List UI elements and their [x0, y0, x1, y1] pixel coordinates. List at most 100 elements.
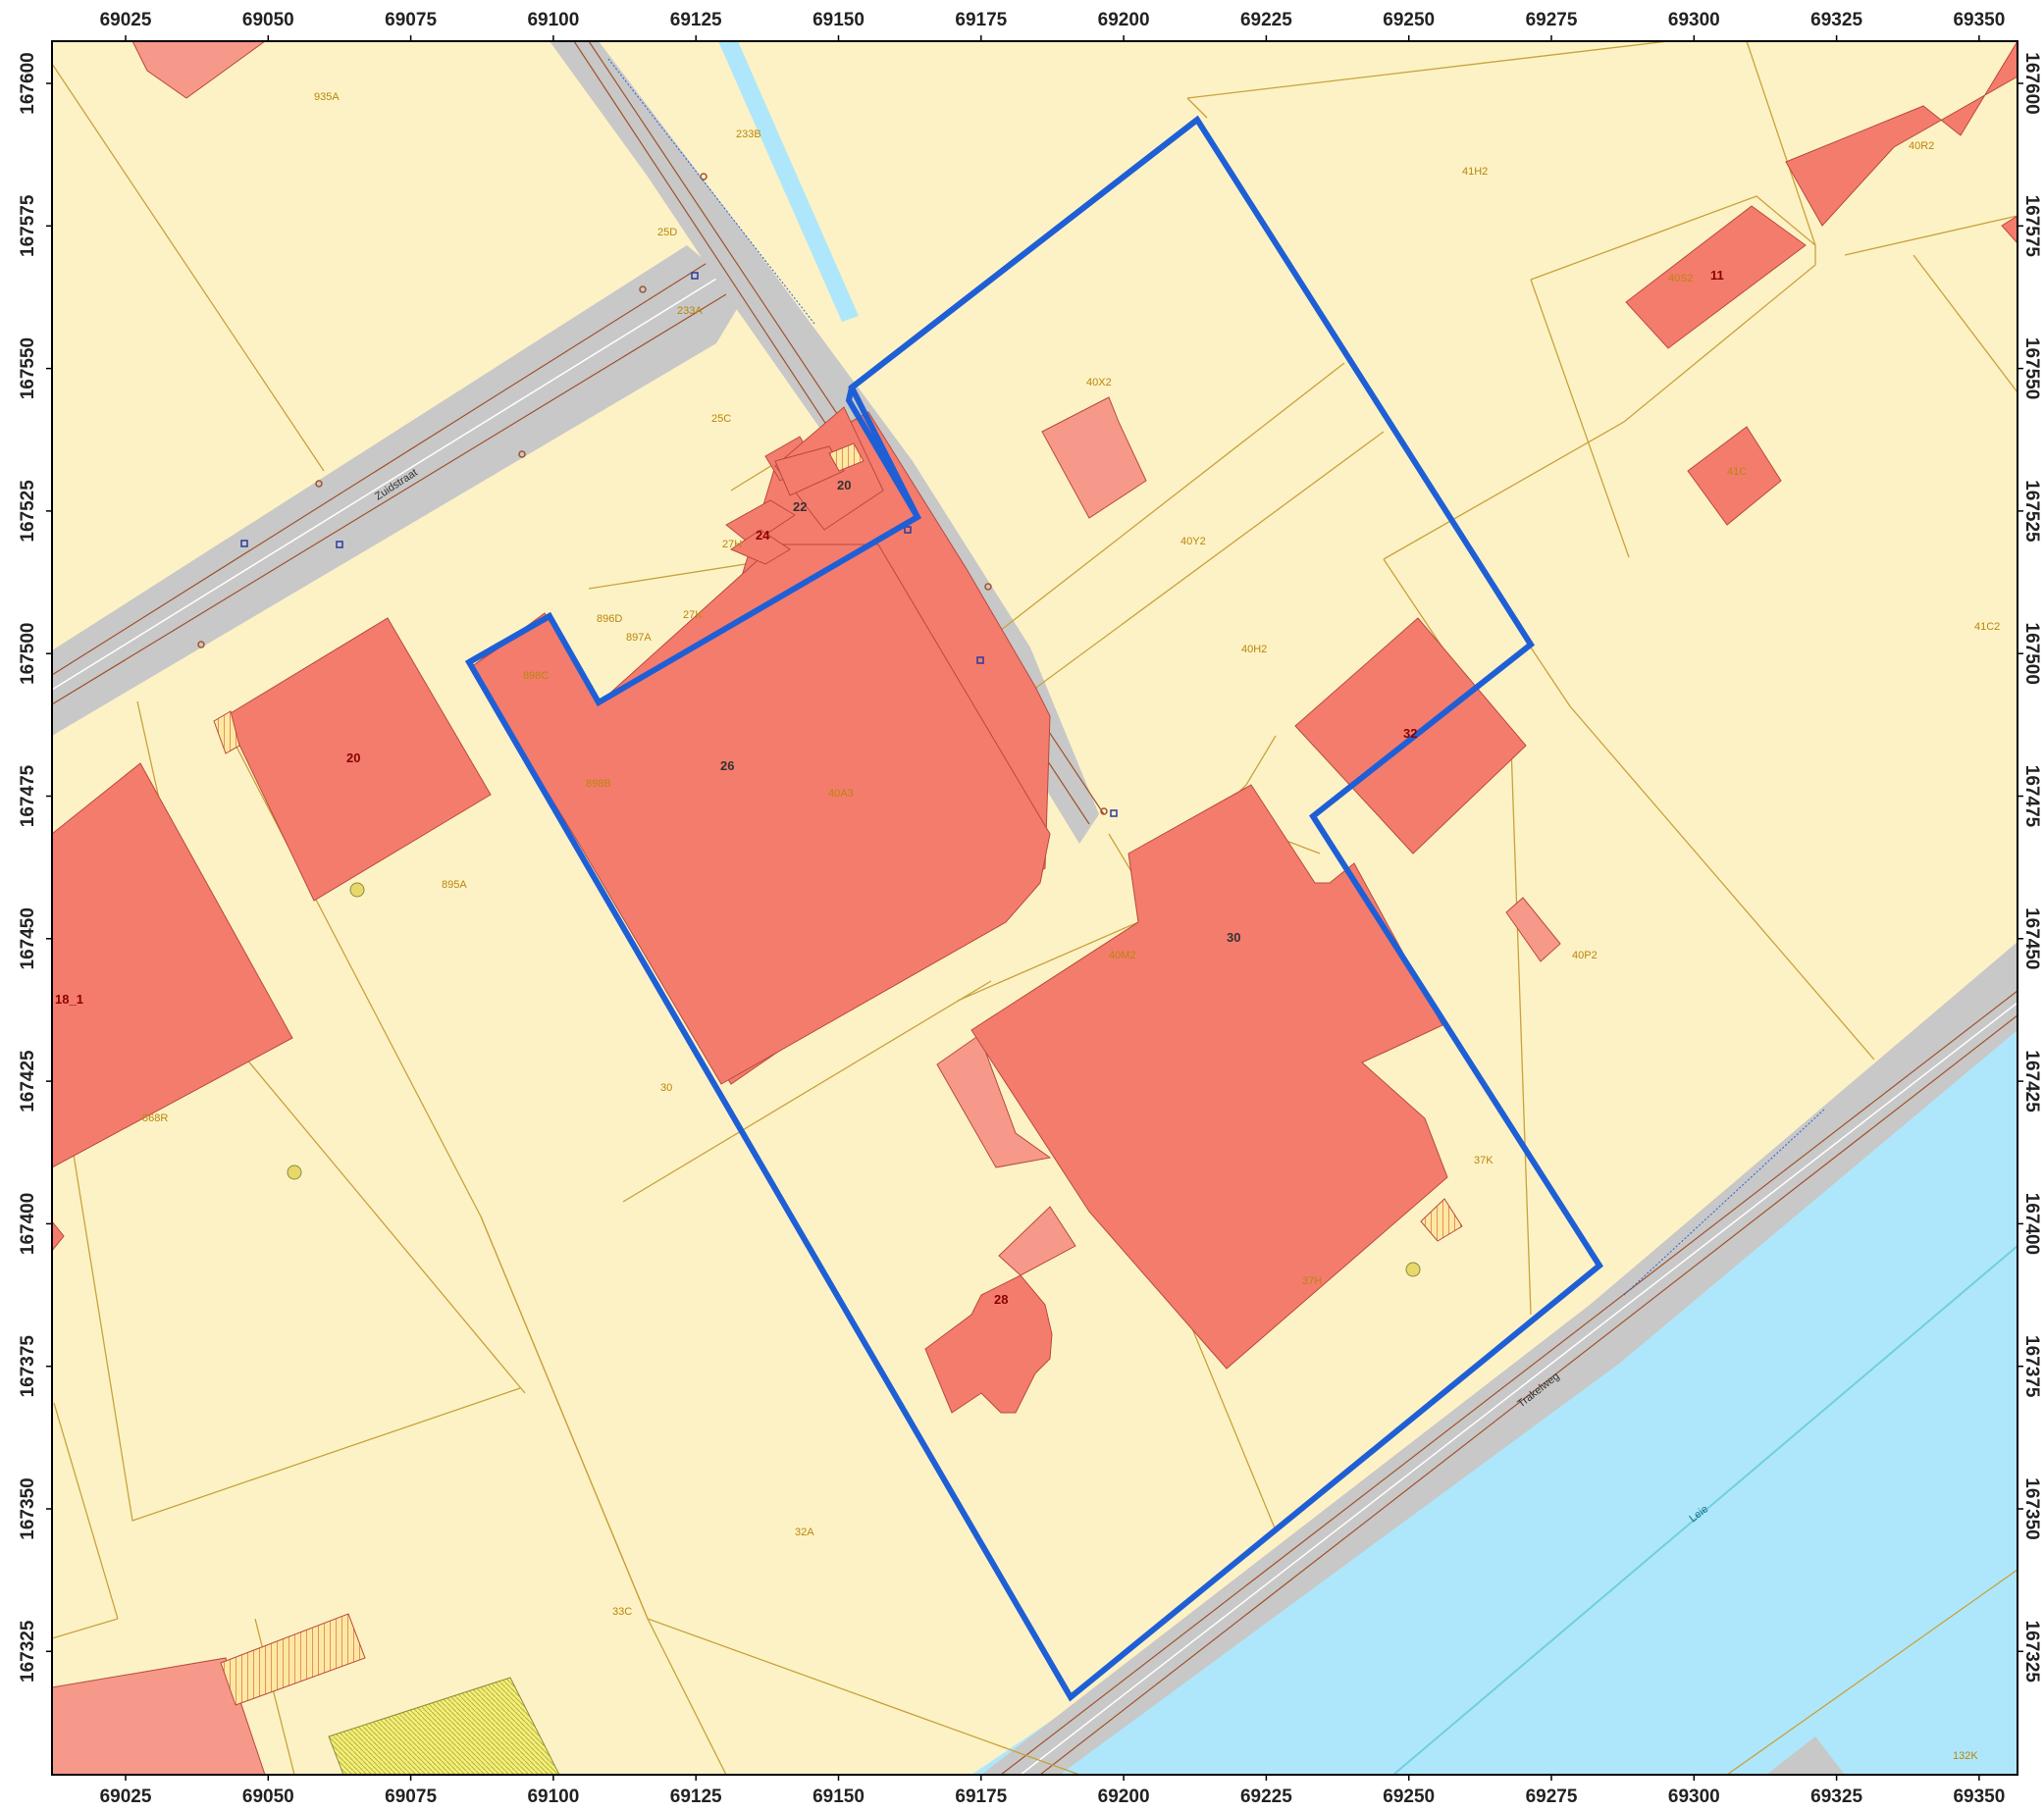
parcel-labels: 935A 233B 25D 233A 25C 41H2 40R2 40S2 40…	[142, 91, 2000, 1762]
x-tick-label: 69050	[242, 10, 294, 30]
x-tick-label: 69225	[1240, 10, 1292, 30]
y-tick-label: 167500	[2021, 622, 2042, 684]
parcel-label-897A: 897A	[626, 632, 652, 644]
parcel-label-41H2: 41H2	[1462, 166, 1488, 178]
parcel-label-37K: 37K	[1474, 1155, 1494, 1166]
x-tick-label: 69200	[1098, 10, 1150, 30]
map-canvas: 935A 233B 25D 233A 25C 41H2 40R2 40S2 40…	[52, 41, 2018, 1775]
x-tick-label: 69075	[385, 10, 437, 30]
y-tick-label: 167525	[2021, 480, 2042, 543]
x-tick-label: 69150	[812, 1786, 865, 1807]
y-tick-label: 167600	[2021, 52, 2042, 114]
hatched-area	[213, 710, 240, 754]
parcel-label-898C: 898C	[523, 670, 549, 682]
tree-symbols	[287, 882, 1421, 1277]
y-tick-label: 167325	[2021, 1621, 2042, 1683]
y-tick-label: 167350	[18, 1477, 38, 1539]
field-area	[328, 1677, 560, 1775]
x-tick-label: 69275	[1526, 1786, 1578, 1807]
x-tick-label: 69325	[1810, 1786, 1862, 1807]
y-tick-label: 167425	[2021, 1050, 2042, 1113]
y-tick-label: 167425	[18, 1050, 38, 1113]
y-tick-label: 167575	[2021, 195, 2042, 258]
canal	[718, 41, 859, 322]
utility-points	[197, 173, 1108, 815]
x-tick-label: 69075	[385, 1786, 437, 1807]
y-tick-label: 167500	[18, 622, 38, 684]
coordinate-ticks: 6902569025690506905069075690756910069100…	[18, 10, 2042, 1807]
map-frame	[51, 40, 2018, 1776]
parcel-label-40R2: 40R2	[1909, 140, 1934, 152]
study-area-boundary-north	[848, 117, 1199, 519]
y-tick-label: 167550	[18, 337, 38, 399]
x-tick-label: 69175	[955, 10, 1007, 30]
y-tick-label: 167400	[2021, 1193, 2042, 1255]
parcel-label-40M2: 40M2	[1109, 950, 1136, 961]
x-tick-label: 69250	[1383, 10, 1435, 30]
y-tick-label: 167475	[2021, 765, 2042, 828]
parcel-label-896D: 896D	[597, 613, 622, 625]
house-number-32: 32	[1403, 726, 1417, 741]
x-tick-label: 69300	[1668, 1786, 1720, 1807]
house-number-18_1: 18_1	[55, 992, 83, 1007]
parcel-label-935A: 935A	[314, 91, 340, 103]
parcel-label-25C: 25C	[711, 413, 731, 425]
parcel-label-40X2: 40X2	[1086, 377, 1112, 388]
y-tick-label: 167575	[18, 194, 38, 257]
y-tick-label: 167600	[18, 52, 38, 114]
hatched-area	[828, 442, 865, 472]
house-number-24: 24	[756, 528, 770, 543]
leie-river	[971, 981, 2018, 1775]
y-tick-label: 167325	[18, 1620, 38, 1683]
x-tick-label: 69300	[1668, 10, 1720, 30]
x-tick-label: 69125	[670, 1786, 722, 1807]
y-tick-label: 167450	[2021, 907, 2042, 969]
x-tick-label: 69225	[1240, 1786, 1292, 1807]
house-number-20: 20	[346, 751, 360, 765]
y-tick-label: 167525	[18, 480, 38, 543]
x-tick-label: 69025	[100, 1786, 152, 1807]
x-tick-label: 69200	[1098, 1786, 1150, 1807]
y-tick-label: 167400	[18, 1193, 38, 1255]
parcel-label-895A: 895A	[442, 879, 467, 891]
x-tick-label: 69275	[1526, 10, 1578, 30]
x-tick-label: 69150	[812, 10, 865, 30]
hatched-area	[1420, 1198, 1463, 1242]
parcel-label-41C2: 41C2	[1974, 621, 2000, 633]
buildings	[52, 41, 2018, 1414]
house-number-28: 28	[994, 1292, 1008, 1307]
parcel-label-40P2: 40P2	[1572, 950, 1598, 961]
parcel-label-40H2: 40H2	[1241, 644, 1267, 655]
x-tick-label: 69350	[1953, 10, 2005, 30]
x-tick-label: 69100	[527, 10, 579, 30]
x-tick-label: 69175	[955, 1786, 1007, 1807]
parcel-label-40Y2: 40Y2	[1180, 536, 1206, 547]
hatched-area	[220, 1613, 366, 1706]
house-number-22: 22	[793, 499, 807, 514]
x-tick-label: 69025	[100, 10, 152, 30]
parcel-label-40A3: 40A3	[828, 788, 854, 800]
parcel-label-40S2: 40S2	[1668, 273, 1694, 285]
parcel-label-27K: 27K	[683, 609, 703, 621]
y-tick-label: 167375	[18, 1335, 38, 1398]
hydrant-points	[240, 272, 1118, 817]
outbuildings	[52, 41, 1561, 1775]
house-numbers: 22 20 24 20 26 30 32 28 11 18_1	[55, 268, 1724, 1307]
parcel-label-27H: 27H	[722, 539, 742, 550]
x-tick-label: 69125	[670, 10, 722, 30]
parcel-label-132K: 132K	[1953, 1750, 1978, 1762]
y-tick-label: 167350	[2021, 1477, 2042, 1539]
y-tick-label: 167475	[18, 764, 38, 827]
parcel-label-233A: 233A	[677, 305, 703, 317]
x-tick-label: 69350	[1953, 1786, 2005, 1807]
parcel-label-32A: 32A	[795, 1527, 814, 1538]
y-tick-label: 167550	[2021, 337, 2042, 399]
house-number-30: 30	[1227, 930, 1240, 945]
parcel-label-37H: 37H	[1302, 1275, 1322, 1287]
parcel-label-233B: 233B	[736, 129, 761, 140]
parcel-label-898B: 898B	[586, 778, 611, 790]
parcel-label-33C: 33C	[612, 1606, 632, 1618]
river-centerline	[1392, 1245, 2018, 1775]
x-tick-label: 69050	[242, 1786, 294, 1807]
